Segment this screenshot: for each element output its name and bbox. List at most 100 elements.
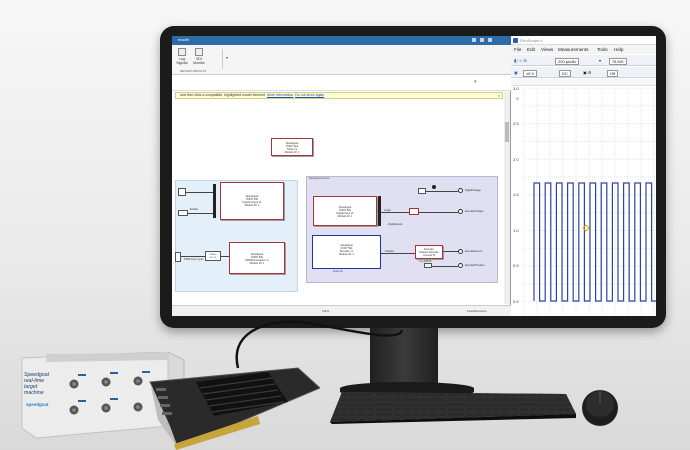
solver-status: FixedStepAuto — [467, 309, 487, 313]
y-tick: 3.0 — [513, 86, 519, 91]
digital-input-block[interactable]: Speedgoat IO397 50k Digital Input v1 Mod… — [313, 196, 377, 226]
output-label-2: EncoderVoltage — [465, 210, 484, 213]
ribbon-divider — [222, 49, 223, 69]
vertical-scrollbar[interactable] — [504, 92, 510, 304]
menu-edit[interactable]: Edit — [527, 47, 535, 52]
y-tick: 1.5 — [513, 192, 519, 197]
position-decoder-block[interactable]: Encoder Position Decoder Counter B — [415, 245, 443, 259]
ruler-bar — [511, 79, 656, 86]
sdi-monitor-icon — [195, 48, 203, 56]
y-tick: 0.5 — [513, 263, 519, 268]
signal-line — [426, 191, 458, 192]
signal-line — [181, 256, 205, 257]
toolstrip-arrow-icon[interactable]: ▾ — [474, 79, 477, 85]
input-block-2[interactable] — [178, 210, 188, 216]
picoscope-titlebar — [511, 36, 656, 45]
gain-icon — [432, 185, 436, 189]
scope-mode-icon[interactable]: ◧ ∿ ⊞ — [514, 58, 527, 63]
pwm-conversion-block[interactable]: PWM in 0K..5V — [205, 251, 221, 261]
close-icon[interactable] — [488, 38, 492, 42]
log-signals-icon — [178, 48, 186, 56]
mouse — [582, 390, 618, 426]
range-select[interactable]: ±5 V — [523, 70, 538, 77]
output-label-4: EncodedCount — [465, 250, 483, 253]
data-type-block[interactable] — [409, 208, 419, 215]
info-bar: and then click a compatible, highlighted… — [175, 92, 503, 99]
inputs-area-title: Speedgoat Inputs — [309, 177, 330, 180]
signal-line — [419, 212, 458, 213]
output-port-icon[interactable] — [458, 209, 463, 214]
output-label-3: DigitalInputs — [388, 223, 403, 226]
y-tick: 2.0 — [513, 157, 519, 162]
menu-file[interactable]: File — [514, 47, 522, 52]
timebase-dropdown-icon[interactable]: ▾ — [599, 58, 602, 63]
monitor-stand-neck — [370, 328, 438, 390]
channel-b-icon[interactable]: ▣ ⚙ — [583, 70, 592, 75]
input-caption: Input Ch — [333, 270, 343, 273]
log-signals-button[interactable]: Log Signals — [175, 48, 189, 65]
simulink-titlebar — [172, 36, 511, 45]
picoscope-window: PicoScope 6 File Edit Views Measurements… — [511, 36, 656, 316]
square-wave-trace — [533, 182, 656, 302]
info-bar-text: and then click a compatible, highlighted… — [180, 93, 266, 97]
constant-block[interactable] — [424, 263, 432, 268]
mux-bar[interactable] — [213, 184, 216, 218]
single-label: single — [384, 209, 391, 212]
trigger-marker-icon[interactable] — [582, 224, 590, 232]
timebase-select[interactable]: 200 µs/div — [555, 58, 580, 65]
do-not-show-again-link[interactable]: Do not show again — [295, 93, 325, 97]
demux-bar[interactable] — [378, 196, 381, 226]
menu-tools[interactable]: Tools — [597, 47, 608, 52]
box-label: Speedgoat real-time target machine — [24, 372, 50, 396]
simulink-ribbon: Log Signals SDI Monitor ▾ — [172, 45, 511, 75]
scope-block-1[interactable] — [418, 188, 426, 194]
enable-label: Enable — [190, 208, 199, 211]
setup-block[interactable]: Speedgoat IO397 Test Setup v1 Module ID:… — [271, 138, 313, 156]
encoder-input-block[interactable]: Speedgoat IO397 50k Encoder v1 Module ID… — [312, 235, 381, 269]
output-port-icon[interactable] — [458, 249, 463, 254]
speedgoat-target-machine — [21, 352, 185, 439]
output-label-5: EncodedPosition — [465, 264, 485, 267]
channel-toolbar: ▣ ±5 V DC ▣ ⚙ Off — [511, 67, 656, 78]
menu-help[interactable]: Help — [614, 47, 624, 52]
monitor-screen: model Log Signals SDI Monitor ▾ REVIEW R… — [172, 36, 656, 316]
simulink-toolstrip: ▾ — [172, 75, 511, 91]
pwm-duty-label: PWM Duty Cycle — [184, 258, 204, 261]
picoscope-logo-icon — [513, 38, 518, 43]
output-port-icon[interactable] — [458, 188, 463, 193]
output-label-1: DigitalVoltage — [465, 189, 481, 192]
pwm-input-block[interactable] — [175, 252, 181, 262]
picoscope-menubar: File Edit Views Measurements Tools Help — [511, 45, 656, 54]
sdi-monitor-button[interactable]: SDI Monitor — [191, 48, 207, 65]
model-canvas[interactable]: Speedgoat IO397 Test Setup v1 Module ID:… — [175, 100, 503, 304]
signal-line — [443, 251, 458, 252]
info-bar-close-icon[interactable]: × — [497, 93, 500, 98]
maximize-icon[interactable] — [480, 38, 484, 42]
ribbon-group-label: REVIEW RESULTS — [180, 69, 207, 73]
menu-views[interactable]: Views — [541, 47, 554, 52]
more-information-link[interactable]: More information — [266, 93, 294, 97]
keyboard — [330, 392, 576, 424]
trigger-select[interactable]: Off — [607, 70, 619, 77]
pwm-output-block[interactable]: Speedgoat IO397 50k PWM/Generation v1 Mo… — [229, 242, 285, 274]
minimize-icon[interactable] — [472, 38, 476, 42]
signal-line — [432, 266, 458, 267]
zoom-level: 111% — [322, 309, 330, 313]
scrollbar-thumb[interactable] — [505, 122, 509, 142]
signal-line — [188, 213, 213, 214]
input-block-1[interactable] — [178, 188, 186, 196]
digital-output-block[interactable]: Speedgoat IO397 50k Digital Output v1 Mo… — [220, 182, 284, 220]
count-label: 0 to 65535 — [419, 260, 432, 263]
samples-select[interactable]: 78 MS — [609, 58, 627, 65]
menu-measurements[interactable]: Measurements — [558, 47, 589, 52]
io-card — [149, 367, 320, 450]
coupling-select[interactable]: DC — [559, 70, 571, 77]
output-port-icon[interactable] — [458, 263, 463, 268]
speedgoat-logo: speedgoat — [26, 402, 49, 407]
channel-a-icon[interactable]: ▣ — [514, 70, 518, 75]
simulink-window: model Log Signals SDI Monitor ▾ REVIEW R… — [172, 36, 511, 316]
y-tick: 2.5 — [513, 121, 519, 126]
y-tick: 0.0 — [513, 299, 519, 304]
window-controls[interactable] — [472, 38, 502, 43]
ribbon-expand-icon[interactable]: ▾ — [226, 55, 229, 60]
